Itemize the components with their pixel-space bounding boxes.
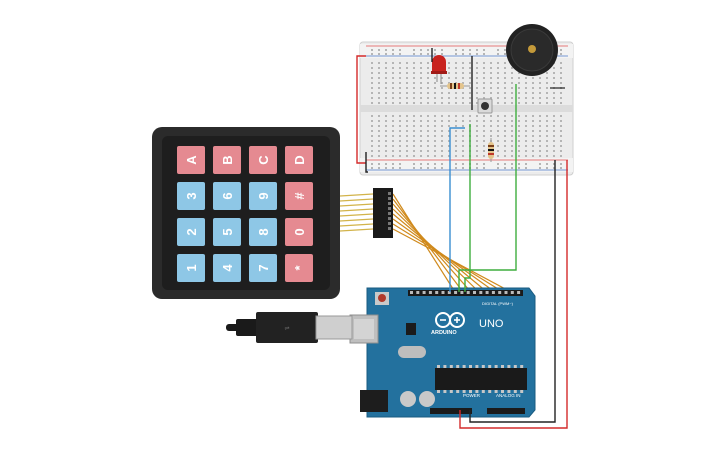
keypad-key[interactable]: # (285, 182, 313, 210)
keypad-key[interactable]: 8 (249, 218, 277, 246)
keypad-key[interactable]: A (177, 146, 205, 174)
keypad-key-label: 1 (184, 264, 199, 271)
keypad-key-label: B (220, 155, 235, 164)
resistor[interactable] (440, 83, 470, 89)
keypad-key-label: C (256, 155, 271, 165)
keypad-key[interactable]: 5 (213, 218, 241, 246)
wires (356, 48, 568, 429)
led[interactable] (431, 55, 447, 84)
analog-label: ANALOG IN (496, 393, 521, 398)
keypad-key[interactable]: 7 (249, 254, 277, 282)
keypad-key-label: 5 (220, 228, 235, 235)
resistor-2[interactable] (488, 138, 494, 162)
keypad-key-label: A (184, 155, 199, 165)
keypad-key-label: * (292, 265, 307, 271)
keypad-key[interactable]: B (213, 146, 241, 174)
keypad-key-label: 6 (220, 192, 235, 199)
digital-header-label: DIGITAL (PWM~) (482, 301, 514, 306)
arduino-model: UNO (479, 318, 504, 330)
push-button[interactable] (477, 98, 493, 114)
arduino-logo-text: ARDUINO (431, 330, 457, 336)
keypad-key-label: # (292, 192, 307, 200)
keypad-key[interactable]: 1 (177, 254, 205, 282)
keypad-key-label: 3 (184, 192, 199, 199)
keypad-ribbon (339, 188, 512, 293)
keypad-key[interactable]: 4 (213, 254, 241, 282)
keypad-key-label: 8 (256, 228, 271, 235)
keypad-4x4[interactable]: A B C D 3 6 9 #2 5 8 0 1 4 7 * (152, 127, 340, 299)
keypad-key[interactable]: * (285, 254, 313, 282)
keypad-key[interactable]: 2 (177, 218, 205, 246)
keypad-key-label: 9 (256, 192, 271, 199)
keypad-key-label: 4 (220, 264, 235, 272)
keypad-key[interactable]: 6 (213, 182, 241, 210)
keypad-key[interactable]: 9 (249, 182, 277, 210)
keypad-key-label: D (292, 155, 307, 164)
keypad-key[interactable]: D (285, 146, 313, 174)
keypad-key[interactable]: 0 (285, 218, 313, 246)
keypad-key[interactable]: C (249, 146, 277, 174)
buzzer[interactable] (506, 24, 558, 76)
keypad-key-label: 2 (184, 228, 199, 235)
keypad-key-label: 0 (292, 228, 307, 235)
keypad-key[interactable]: 3 (177, 182, 205, 210)
usb-icon: ⇌ (284, 325, 289, 332)
power-label: POWER (463, 393, 481, 398)
usb-cable: ⇌ (226, 312, 353, 343)
arduino-uno[interactable]: ARDUINO UNO DIGITAL (PWM~) POWER ANALOG … (349, 287, 536, 418)
keypad-key-label: 7 (256, 264, 271, 271)
arduino-logo (435, 312, 465, 328)
